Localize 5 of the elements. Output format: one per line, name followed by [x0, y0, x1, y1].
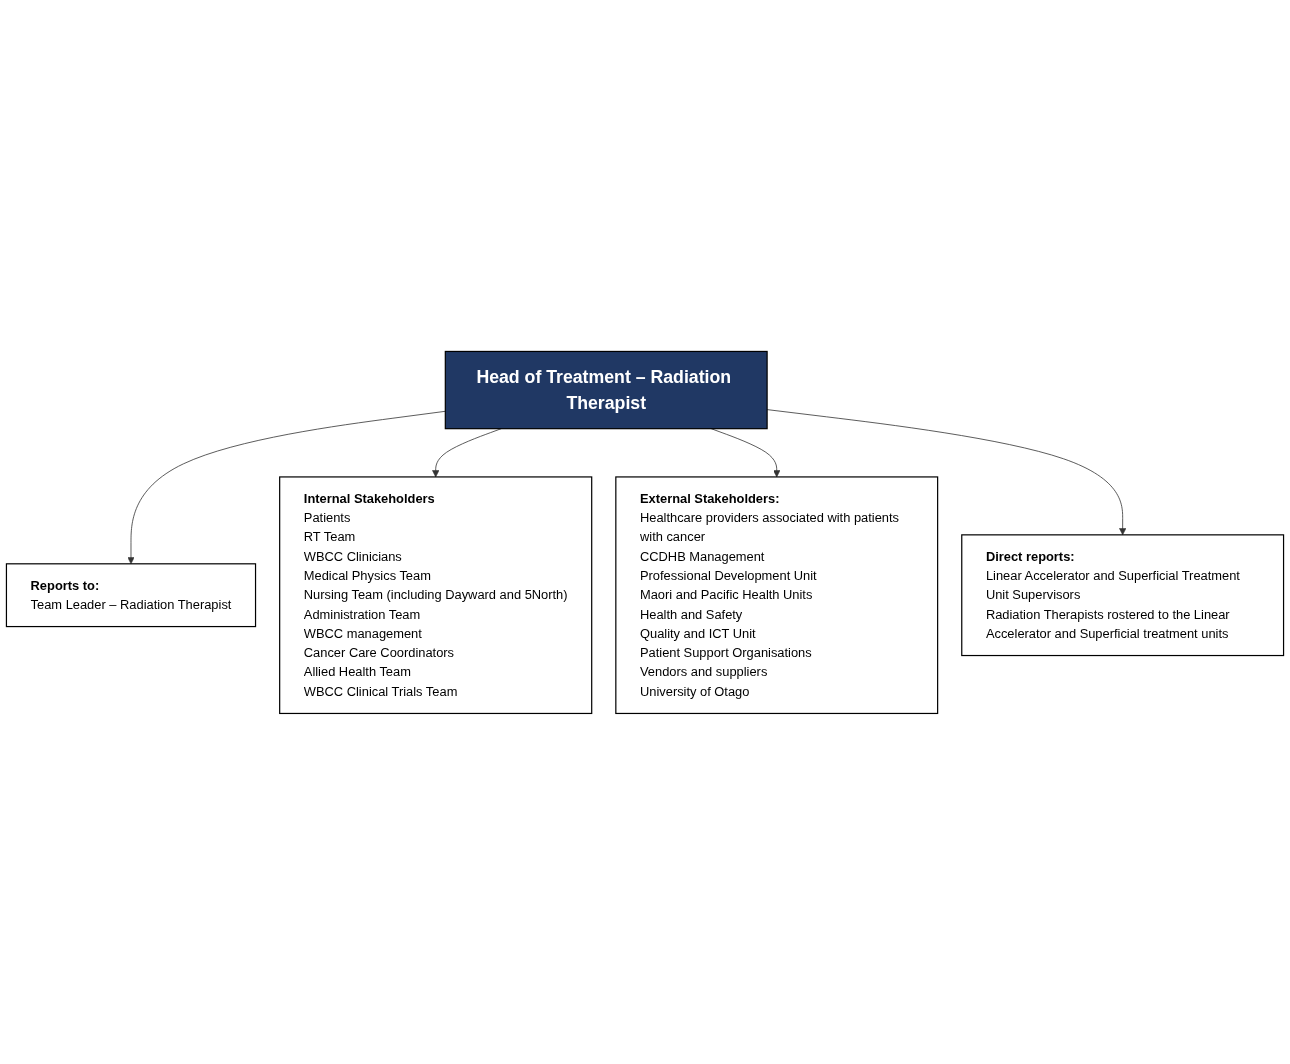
node-box: Internal Stakeholders Patients RT Team WBCC Clinicians Medical Physics Team Nursing Team (including Dayward and 5North) Administration Team WBCC management Cancer Care Coordinators Allied Health Team WBCC Clinical Trials Team: [279, 475, 593, 714]
node-box: Reports to: Team Leader – Radiation Therapist: [5, 562, 257, 627]
node-box: External Stakeholders: Healthcare providers associated with patients with cancer CCDHB Management Professional Development Unit Maori and Pacific Health Units Health and Safety Quality and ICT Unit Patient Support Organisations Vendors and suppliers University of Otago: [615, 475, 939, 714]
node-box: Direct reports: Linear Accelerator and Superficial Treatment Unit Supervisors Radiation Therapists rostered to the Linear Accelerator and Superficial treatment units: [961, 533, 1285, 656]
node-box: Head of Treatment – Radiation Therapist: [444, 350, 768, 429]
